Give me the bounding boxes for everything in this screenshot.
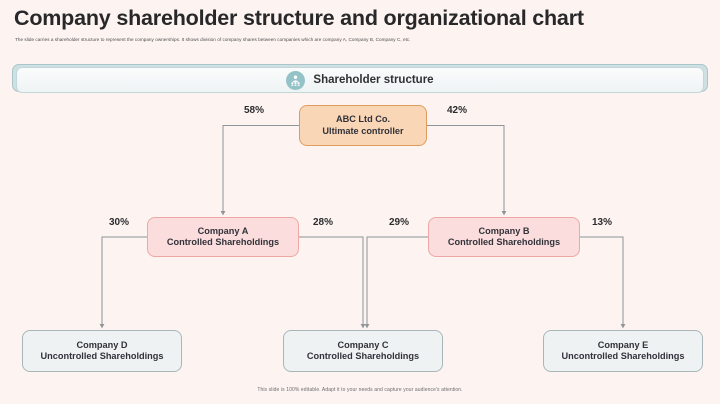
node-company-e[interactable]: Company E Uncontrolled Shareholdings — [543, 330, 703, 372]
org-chart: ABC Ltd Co. Ultimate controller Company … — [0, 96, 720, 381]
edge-label-root-to-company-b: 42% — [447, 105, 468, 116]
page-subtitle: The slide carries a shareholder structur… — [15, 37, 411, 42]
connector-lines — [99, 125, 626, 329]
node-title: Company B — [478, 225, 530, 236]
node-subtitle: Ultimate controller — [322, 125, 404, 136]
people-group-icon — [286, 70, 306, 90]
node-company-b[interactable]: Company B Controlled Shareholdings — [428, 217, 580, 257]
node-subtitle: Controlled Shareholdings — [306, 351, 420, 361]
node-subtitle: Controlled Shareholdings — [166, 237, 280, 247]
node-subtitle: Uncontrolled Shareholdings — [561, 351, 685, 361]
node-title: Company E — [597, 339, 649, 350]
section-banner: Shareholder structure — [16, 67, 704, 93]
node-title: ABC Ltd Co. — [335, 114, 391, 125]
edge-label-company-a-to-company-d: 30% — [109, 217, 130, 228]
node-subtitle: Uncontrolled Shareholdings — [40, 351, 164, 361]
node-company-a[interactable]: Company A Controlled Shareholdings — [147, 217, 299, 257]
edge-label-root-to-company-a: 58% — [244, 105, 265, 116]
node-title: Company A — [197, 225, 249, 236]
node-title: Company C — [337, 339, 389, 350]
edge-label-company-b-to-company-e: 13% — [592, 217, 613, 228]
edge-label-company-b-to-company-c: 29% — [389, 217, 410, 228]
page-title: Company shareholder structure and organi… — [14, 6, 584, 30]
node-abc-ltd-co[interactable]: ABC Ltd Co. Ultimate controller — [299, 105, 427, 146]
edge-label-company-a-to-company-c: 28% — [313, 217, 334, 228]
section-banner-label: Shareholder structure — [313, 74, 434, 86]
node-subtitle: Controlled Shareholdings — [447, 237, 561, 247]
node-title: Company D — [76, 339, 128, 350]
node-company-c[interactable]: Company C Controlled Shareholdings — [283, 330, 443, 372]
footer-note: This slide is 100% editable. Adapt it to… — [257, 387, 463, 393]
node-company-d[interactable]: Company D Uncontrolled Shareholdings — [22, 330, 182, 372]
